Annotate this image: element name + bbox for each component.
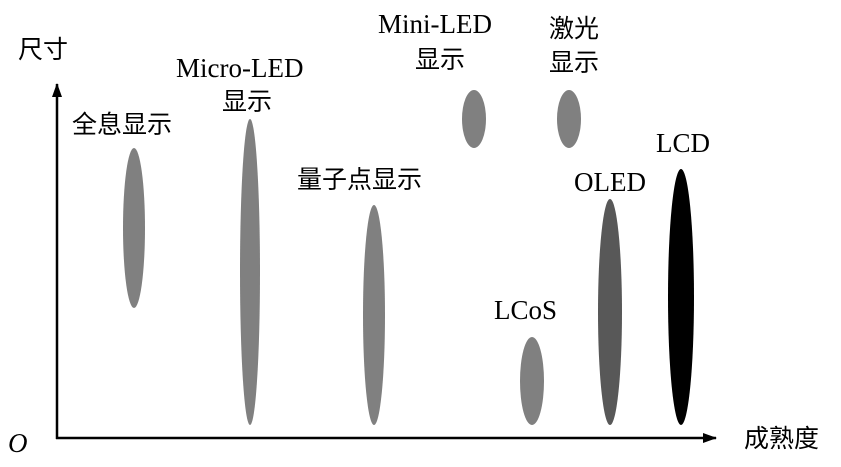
label-laser-box: 激光显示 [549,14,600,77]
ellipse-lcos [520,337,544,425]
ellipse-oled [598,199,622,425]
label-holographic: 全息显示 [72,110,172,139]
label-lcd: LCD [656,128,710,158]
ellipse-quantum-dot [363,205,385,425]
label-oled: OLED [574,167,646,197]
ellipse-mini-led [462,90,486,148]
label-mini-led-line2: 显示 [415,45,465,74]
label-mini-led-line1: Mini-LED [378,9,492,39]
label-micro-led-line2: 显示 [222,87,272,116]
x-axis-label: 成熟度 [744,424,819,453]
y-axis-label: 尺寸 [18,35,68,64]
label-lcos: LCoS [494,295,557,325]
ellipse-lcd [668,169,694,425]
label-laser: 激光显示 [549,14,600,77]
label-quantum-dot: 量子点显示 [297,165,422,194]
label-micro-led-line1: Micro-LED [176,53,303,83]
ellipse-laser [557,90,581,148]
ellipse-holographic [123,148,145,308]
origin-label: O [8,428,28,458]
ellipse-micro-led [240,119,260,425]
